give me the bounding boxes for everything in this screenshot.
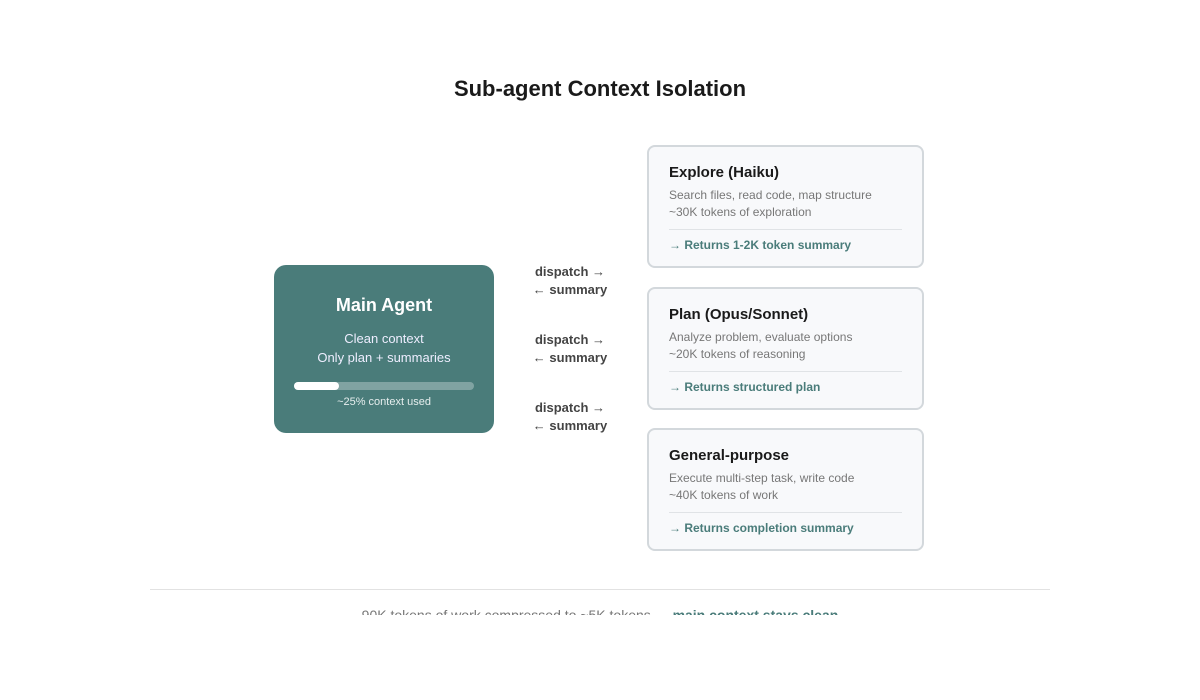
footer-divider xyxy=(150,589,1050,590)
context-usage-fill xyxy=(294,382,339,390)
footer: 90K tokens of work compressed to ~5K tok… xyxy=(0,600,1200,615)
main-agent-line1: Clean context xyxy=(344,331,424,346)
dispatch-label: dispatch → xyxy=(534,332,606,347)
summary-label: ← summary xyxy=(532,350,608,365)
card-title: General-purpose xyxy=(669,447,790,464)
card-returns: → Returns completion summary xyxy=(669,521,854,535)
subagent-card-explore: Explore (Haiku) Search files, read code,… xyxy=(647,145,924,268)
card-title: Plan (Opus/Sonnet) xyxy=(669,306,809,323)
arrow-label-explore: dispatch → ← summary xyxy=(520,263,620,299)
arrow-label-general: dispatch → ← summary xyxy=(520,399,620,435)
footer-highlight: main context stays clean xyxy=(672,607,839,615)
subagent-card-general: General-purpose Execute multi-step task,… xyxy=(647,428,924,551)
subagent-card-plan: Plan (Opus/Sonnet) Analyze problem, eval… xyxy=(647,287,924,410)
page-title: Sub-agent Context Isolation xyxy=(453,76,747,101)
card-tokens: ~40K tokens of work xyxy=(669,488,779,502)
main-agent-line2: Only plan + summaries xyxy=(317,350,451,365)
context-usage-label: ~25% context used xyxy=(337,396,431,408)
summary-label: ← summary xyxy=(532,282,608,297)
card-tokens: ~20K tokens of reasoning xyxy=(669,347,806,361)
card-returns: → Returns structured plan xyxy=(669,380,821,394)
card-divider xyxy=(669,371,902,372)
card-desc: Execute multi-step task, write code xyxy=(669,471,855,485)
card-tokens: ~30K tokens of exploration xyxy=(669,205,812,219)
summary-label: ← summary xyxy=(532,418,608,433)
arrow-label-plan: dispatch → ← summary xyxy=(520,331,620,367)
dispatch-label: dispatch → xyxy=(534,400,606,415)
card-title: Explore (Haiku) xyxy=(669,164,780,181)
card-returns: → Returns 1-2K token summary xyxy=(669,238,852,252)
footer-text: 90K tokens of work compressed to ~5K tok… xyxy=(361,607,673,615)
context-usage-bar xyxy=(294,382,474,390)
card-desc: Search files, read code, map structure xyxy=(669,188,872,202)
dispatch-label: dispatch → xyxy=(534,264,606,279)
card-divider xyxy=(669,512,902,513)
card-divider xyxy=(669,229,902,230)
card-desc: Analyze problem, evaluate options xyxy=(669,330,853,344)
main-agent-title: Main Agent xyxy=(335,295,433,315)
